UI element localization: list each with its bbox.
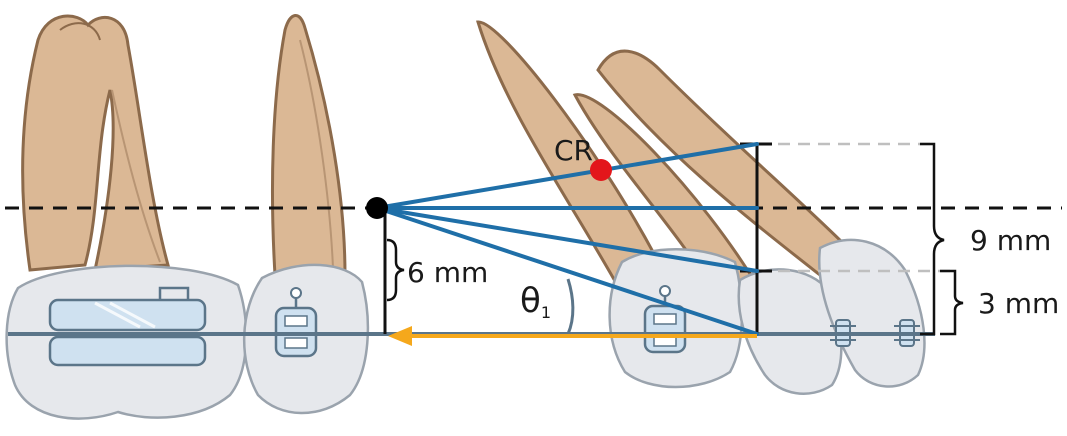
cr-label: CR (554, 134, 593, 167)
brace-3mm (940, 271, 963, 334)
origin-point (366, 197, 388, 219)
brace-9mm (920, 144, 944, 334)
angle-symbol: θ (520, 281, 541, 321)
nine-mm-label: 9 mm (970, 224, 1051, 257)
premolar-root (272, 15, 345, 275)
angle-subscript: 1 (541, 303, 551, 322)
six-mm-label: 6 mm (407, 256, 488, 289)
premolar-tooth-icon (244, 15, 368, 413)
molar-tooth-icon (7, 16, 247, 419)
three-mm-label: 3 mm (978, 287, 1059, 320)
center-of-resistance-point (590, 159, 612, 181)
molar-root (23, 16, 168, 270)
force-arrow-head (388, 326, 412, 346)
angle-arc (568, 279, 573, 334)
angle-label: θ1 (520, 281, 551, 322)
brace-6mm (387, 240, 404, 300)
molar-tube-icon (50, 288, 205, 365)
